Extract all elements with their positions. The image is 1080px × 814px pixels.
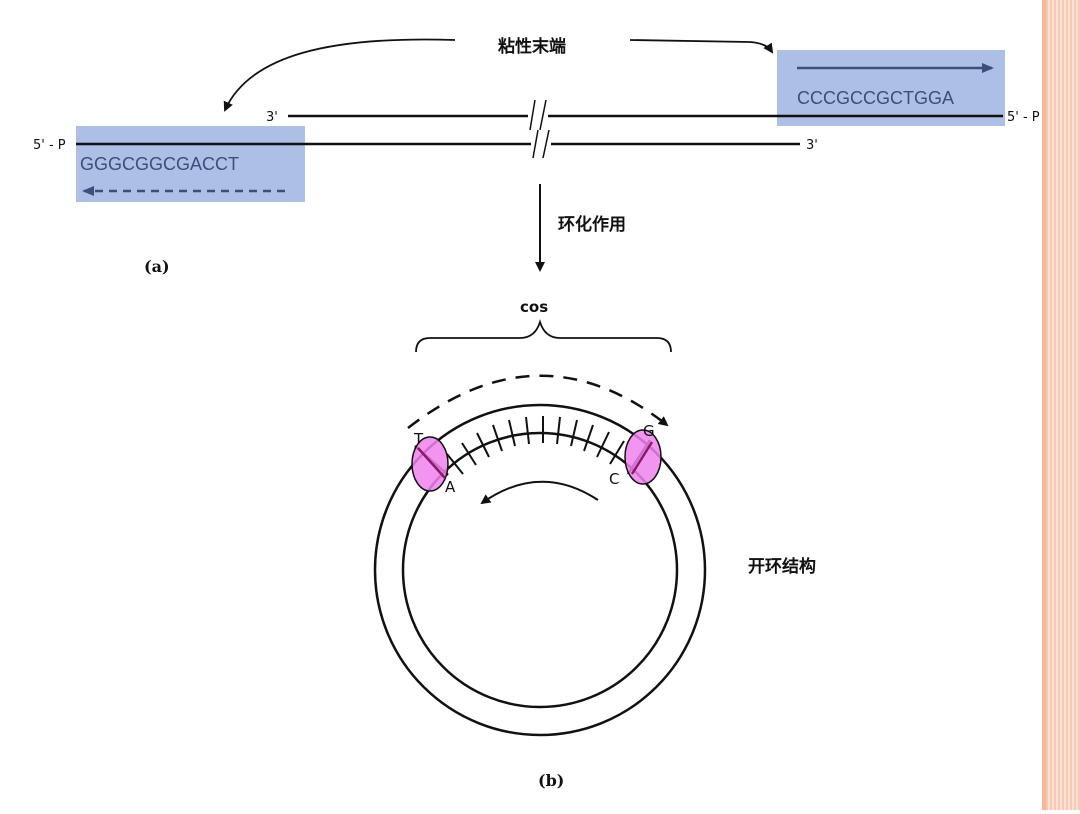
outer-circle bbox=[373, 403, 707, 737]
right-sequence-text: CCCGCCGCTGGA bbox=[797, 88, 954, 108]
base-G: G bbox=[643, 422, 655, 440]
top-left-end-label: 3' bbox=[266, 110, 278, 125]
left-sticky-end-overlay bbox=[417, 447, 446, 479]
cos-dashed-arc bbox=[407, 374, 669, 429]
sticky-ends-label: 粘性末端 bbox=[498, 36, 566, 57]
bottom-right-end-label: 3' bbox=[806, 138, 818, 153]
open-circle-label: 开环结构 bbox=[748, 556, 816, 577]
circularization-label: 环化作用 bbox=[558, 214, 626, 235]
cos-brace bbox=[415, 318, 672, 353]
bottom-left-end-label: 5' - P bbox=[33, 138, 66, 153]
sticky-end-arrow-left bbox=[223, 38, 456, 112]
left-sequence-highlight bbox=[76, 126, 305, 202]
cos-base-pair-ticks bbox=[446, 416, 625, 475]
panel-a-label: (a) bbox=[144, 257, 170, 276]
base-A: A bbox=[445, 478, 456, 496]
panel-b-label: (b) bbox=[538, 771, 564, 790]
inner-rotation-arrow bbox=[480, 480, 599, 505]
inner-circle bbox=[401, 431, 679, 709]
sticky-end-arrow-right bbox=[629, 39, 774, 54]
base-T: T bbox=[413, 430, 424, 448]
right-sticky-end-overlay bbox=[630, 441, 654, 475]
cos-diagram: 粘性末端 3' 5' - P 5' - P 3' CCCGCCGCTGGA GG… bbox=[33, 36, 1040, 790]
left-sequence-text: GGGCGGCGACCT bbox=[80, 154, 239, 174]
slide-side-border bbox=[1042, 0, 1080, 810]
cos-label: cos bbox=[520, 298, 548, 316]
right-sequence-highlight bbox=[777, 50, 1005, 126]
base-C: C bbox=[609, 470, 619, 488]
top-right-end-label: 5' - P bbox=[1007, 110, 1040, 125]
strand-break-mark bbox=[529, 99, 550, 159]
